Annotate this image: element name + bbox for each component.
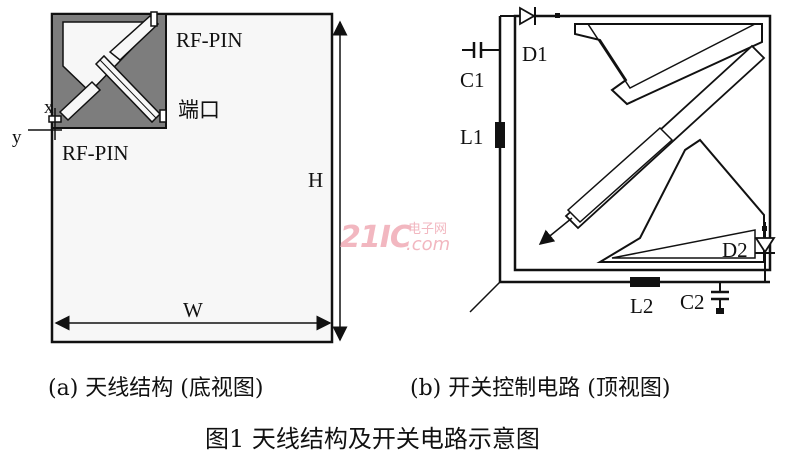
watermark-top: 电子网 xyxy=(408,222,448,237)
label-rf-pin-top: RF-PIN xyxy=(176,28,243,52)
inductor-l1 xyxy=(495,122,505,148)
rf-pin-top-component xyxy=(150,11,158,27)
label-rf-pin-bottom: RF-PIN xyxy=(62,141,129,165)
feed-arrow xyxy=(538,217,573,245)
label-axis-x: x xyxy=(44,97,54,118)
capacitor-c2 xyxy=(711,282,729,314)
caption-sub-b: (b) 开关控制电路 (顶视图) xyxy=(410,376,671,401)
feed-line-center xyxy=(99,59,157,119)
label-l1: L1 xyxy=(460,125,484,149)
slot-top-arm xyxy=(108,14,160,61)
label-dimension-h: H xyxy=(308,168,324,192)
label-c2: C2 xyxy=(680,290,705,314)
watermark-bottom: .com xyxy=(406,234,451,255)
label-d1: D1 xyxy=(522,42,548,66)
capacitor-c1 xyxy=(462,42,500,58)
slot-bottom-arm xyxy=(58,80,102,122)
diode-d2 xyxy=(754,222,776,282)
label-port: 端口 xyxy=(178,98,220,122)
feed-strip-inner xyxy=(566,126,674,224)
diode-d1 xyxy=(500,6,560,26)
watermark-main: 21IC xyxy=(340,220,412,255)
label-c1: C1 xyxy=(460,68,485,92)
label-l2: L2 xyxy=(630,294,654,318)
caption-sub-a: (a) 天线结构 (底视图) xyxy=(48,376,264,401)
label-d2: D2 xyxy=(722,238,748,262)
label-dimension-w: W xyxy=(183,298,203,322)
label-axis-y: y xyxy=(12,127,22,148)
ground-diagonal xyxy=(469,281,501,313)
circuit-outer-trace xyxy=(513,14,772,272)
switch-circuit-panel xyxy=(462,6,776,314)
port-component xyxy=(159,109,167,123)
triangle-lower-inner xyxy=(611,229,756,259)
watermark-logo: 21IC 电子网 .com xyxy=(340,218,465,258)
triangle-upper-inner xyxy=(586,23,756,89)
caption-figure: 图1 天线结构及开关电路示意图 xyxy=(205,425,540,453)
inductor-l2 xyxy=(630,277,660,287)
triangle-upper xyxy=(574,23,763,106)
antenna-structure-panel xyxy=(28,11,348,344)
